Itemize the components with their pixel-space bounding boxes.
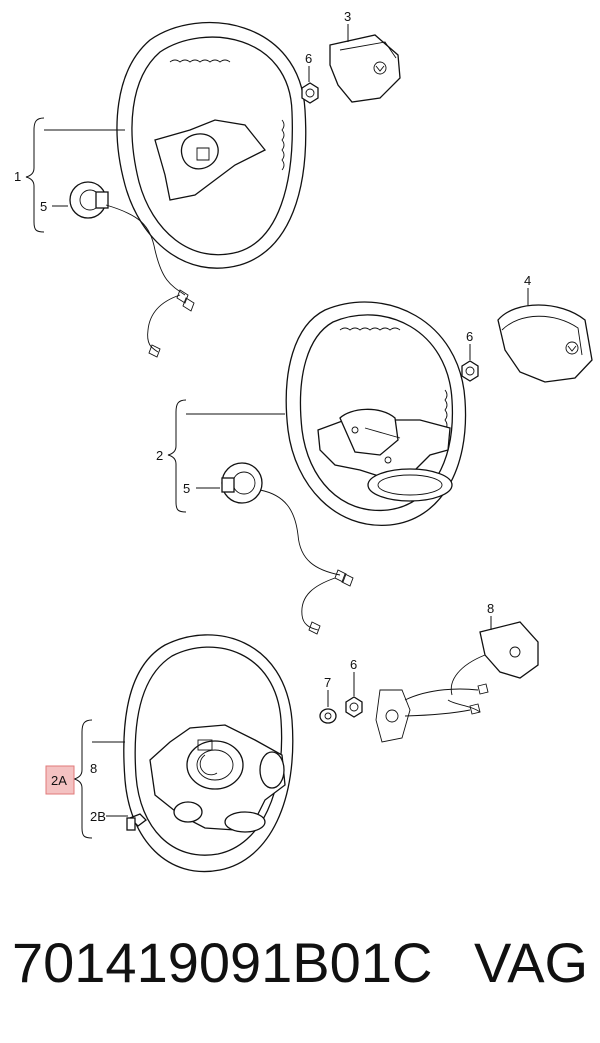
label-2a: 2A — [51, 773, 67, 788]
highlight-box-2a — [45, 765, 75, 795]
label-6-middle: 6 — [466, 329, 473, 344]
washer-7 — [319, 708, 337, 724]
label-4: 4 — [524, 273, 531, 288]
label-1: 1 — [14, 169, 21, 184]
label-8-right: 8 — [487, 601, 494, 616]
nut-6-bottom — [345, 696, 363, 718]
clock-spring-5-top — [69, 181, 195, 358]
label-6-top: 6 — [305, 51, 312, 66]
steering-wheel-2 — [285, 301, 467, 526]
airbag-unit-8 — [375, 621, 539, 743]
part-number: 701419091B01C — [12, 931, 433, 994]
label-2: 2 — [156, 448, 163, 463]
label-2b: 2B — [90, 809, 106, 824]
label-8-left: 8 — [90, 761, 97, 776]
steering-wheel-2a — [123, 634, 294, 873]
horn-pad-4 — [497, 304, 593, 383]
brand-name: VAG — [474, 931, 589, 994]
label-6-bottom: 6 — [350, 657, 357, 672]
nut-6-top — [301, 82, 319, 104]
label-7: 7 — [324, 675, 331, 690]
steering-wheel-1 — [116, 21, 307, 269]
label-5-top: 5 — [40, 199, 47, 214]
footer: 701419091B01C VAG — [12, 930, 592, 1000]
bolt-2b — [126, 813, 147, 831]
horn-pad-3 — [329, 34, 401, 103]
nut-6-middle — [461, 360, 479, 382]
label-5-middle: 5 — [183, 481, 190, 496]
label-3: 3 — [344, 9, 351, 24]
clock-spring-5-middle — [221, 462, 354, 635]
